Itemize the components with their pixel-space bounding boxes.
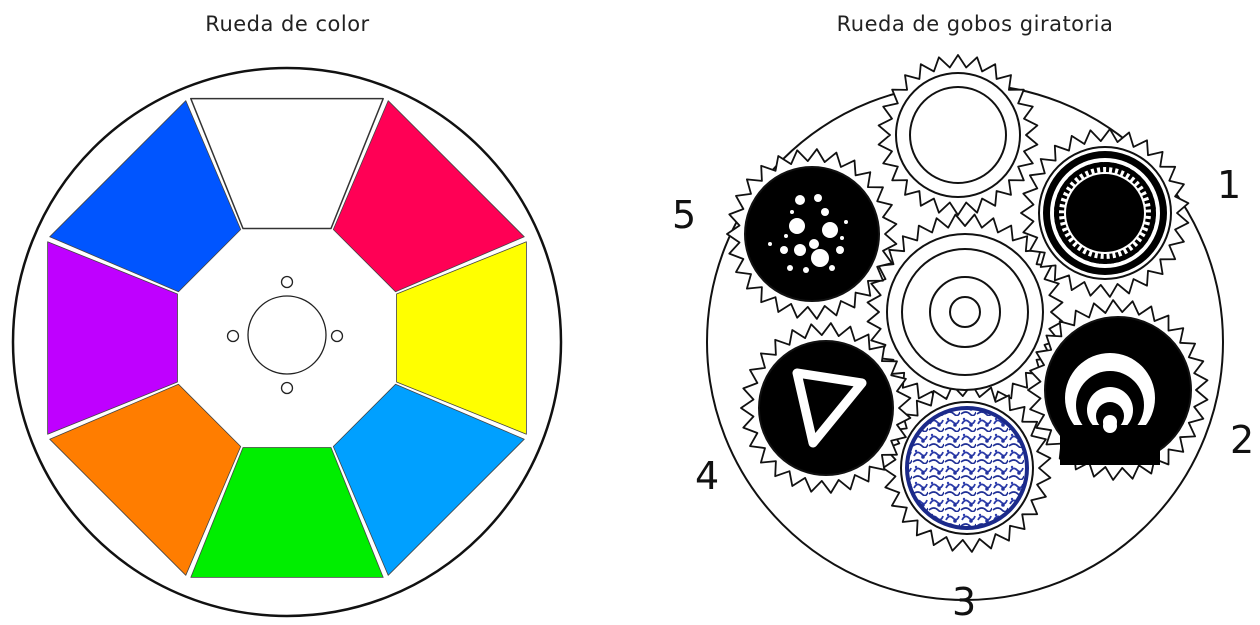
gobo-5-dot [809,239,819,249]
gobo-5-dot [768,242,772,246]
color-wheel [13,68,561,616]
gobo-wheel: 1 2 3 4 5 [672,55,1254,624]
gobo-open-inner [910,87,1006,183]
gobo-label-5: 5 [672,193,696,237]
gobo-label-2: 2 [1230,418,1254,462]
gobo-5-dot [821,208,829,216]
gobo-5-dot [790,210,794,214]
gobo-5-dot [844,220,848,224]
gobo-label-3: 3 [952,580,976,624]
gobo-5-dot [811,249,829,267]
gobo-5-dot [822,222,838,238]
center-ring-1 [902,249,1028,375]
gobo-5 [745,167,879,301]
gobo-5-dot [803,267,809,273]
gobo-5-dot [794,244,806,256]
gobo-label-4: 4 [695,454,719,498]
gobo-5-dot [784,234,788,238]
gobo-5-dot [840,236,844,240]
gobo-5-dot [787,265,793,271]
gobo-5-dot [814,194,822,202]
gobo-5-dot [789,218,805,234]
gobo-5-dot [795,195,805,205]
gobo-4 [759,341,893,475]
gobo-label-1: 1 [1217,163,1241,207]
gobo-5-dot [829,265,835,271]
gobo-2 [1045,317,1191,465]
gobo-1 [1039,147,1171,279]
gobo-5-dot [836,246,844,254]
gobo-3 [901,402,1033,534]
gobo-5-dot [780,246,788,254]
